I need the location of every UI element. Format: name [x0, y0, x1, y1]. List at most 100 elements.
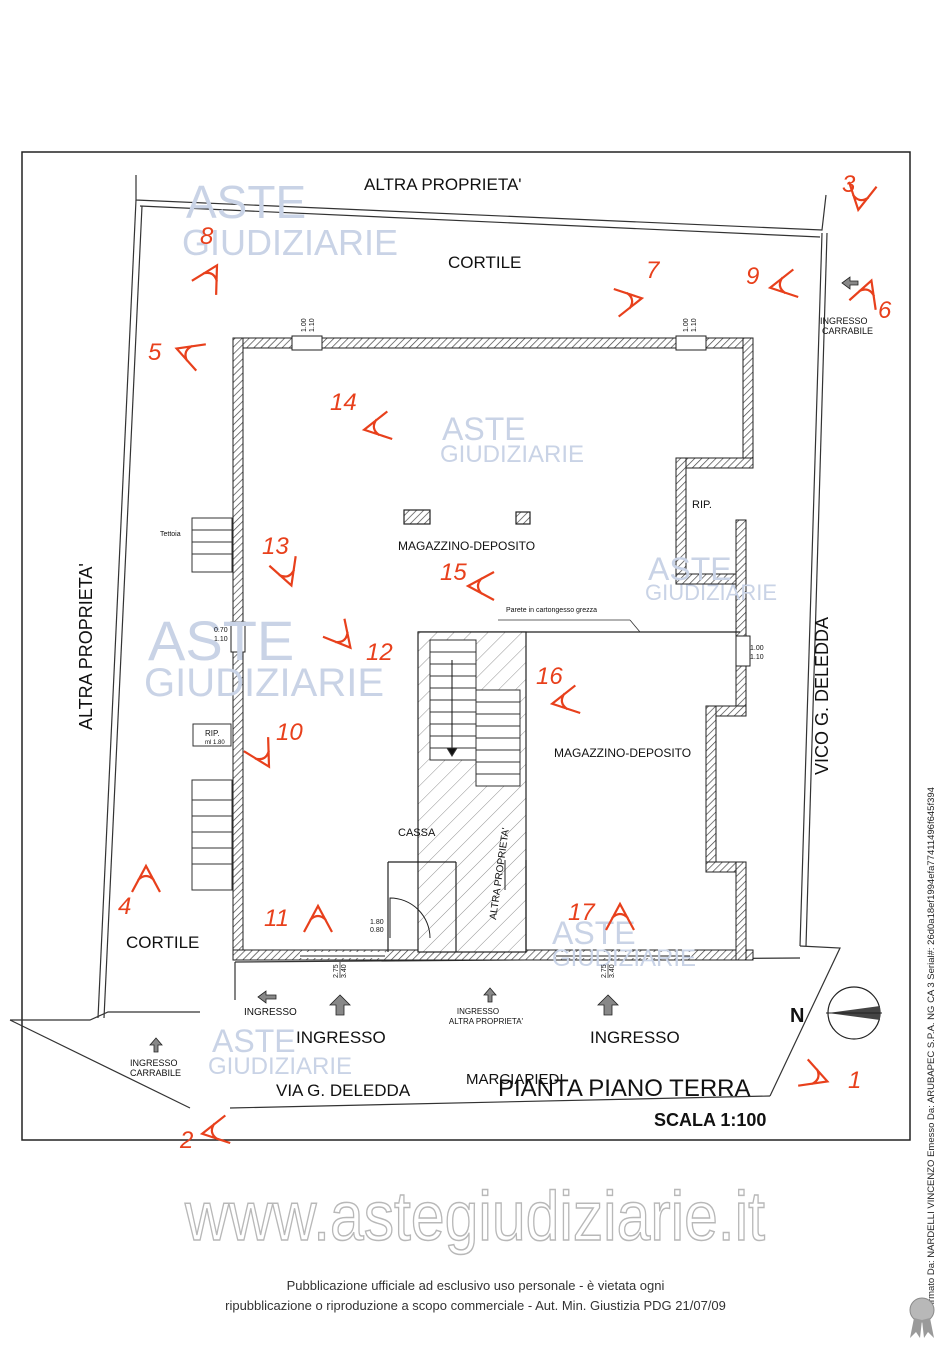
arrow-left-icon	[257, 990, 277, 1004]
windows	[230, 335, 751, 667]
camera-angle-icon	[605, 901, 635, 931]
svg-text:0.70: 0.70	[214, 627, 228, 634]
svg-text:1.10: 1.10	[750, 654, 764, 661]
camera-angle-icon	[131, 863, 161, 893]
label-carrabile-right-2: CARRABILE	[822, 326, 873, 336]
svg-text:GIUDIZIARIE: GIUDIZIARIE	[144, 661, 384, 705]
camera-angle-icon	[847, 181, 878, 213]
svg-text:1.10: 1.10	[214, 636, 228, 643]
plan-scale: SCALA 1:100	[654, 1110, 766, 1130]
camera-angle-icon	[361, 410, 393, 441]
svg-text:GIUDIZIARIE: GIUDIZIARIE	[208, 1053, 352, 1080]
camera-angle-icon	[243, 737, 271, 769]
camera-angle-icon	[199, 1114, 231, 1145]
arrow-up-icon	[329, 994, 351, 1016]
label-cassa: CASSA	[398, 827, 436, 839]
svg-text:2.75: 2.75	[333, 964, 340, 978]
footer-line-2: ripubblicazione o riproduzione a scopo c…	[225, 1298, 726, 1313]
label-altra-proprieta-top: ALTRA PROPRIETA'	[364, 175, 522, 194]
dimension-leaders	[339, 619, 641, 978]
camera-angle-icon	[465, 571, 495, 601]
photo-point-9-label: 9	[746, 263, 759, 290]
label-rip-left: RIP.	[205, 729, 220, 738]
svg-text:1.00: 1.00	[301, 318, 308, 332]
label-marciapiedi: MARCIAPIEDI	[466, 1071, 564, 1088]
label-carrabile-bottom-2: CARRABILE	[130, 1068, 181, 1078]
svg-text:0.80: 0.80	[370, 927, 384, 934]
photo-point-1-label: 1	[848, 1067, 861, 1094]
label-carrabile-bottom-1: INGRESSO	[130, 1058, 178, 1068]
svg-text:GIUDIZIARIE: GIUDIZIARIE	[552, 945, 696, 972]
label-cortile-bottom: CORTILE	[126, 933, 199, 952]
label-ingresso-altra-2: ALTRA PROPRIETA'	[449, 1017, 524, 1026]
camera-angle-icon	[613, 287, 645, 318]
photo-point-4-label: 4	[118, 893, 131, 920]
photo-point-7-label: 7	[646, 257, 661, 284]
north-compass-icon	[826, 986, 882, 1040]
svg-text:1.10: 1.10	[309, 318, 316, 332]
label-via: VIA G. DELEDDA	[276, 1081, 411, 1100]
north-label: N	[790, 1005, 804, 1027]
photo-point-15-label: 15	[440, 559, 467, 586]
svg-text:2.75: 2.75	[601, 964, 608, 978]
camera-angle-icon	[798, 1058, 830, 1087]
label-parete: Parete in cartongesso grezza	[506, 607, 597, 614]
photo-point-8-label: 8	[200, 223, 214, 250]
label-ingresso-altra-1: INGRESSO	[457, 1007, 499, 1016]
access-arrows	[149, 276, 859, 1053]
label-vico: VICO G. DELEDDA	[812, 617, 832, 775]
label-magazzino-1: MAGAZZINO-DEPOSITO	[398, 539, 535, 553]
svg-text:ASTE: ASTE	[212, 1023, 296, 1059]
dimension-labels: 1.00 1.10 1.00 1.10 0.70 1.10 1.00 1.10 …	[214, 318, 764, 978]
svg-text:1.00: 1.00	[750, 645, 764, 652]
label-ingresso-main-1: INGRESSO	[296, 1028, 386, 1047]
drawing-frame	[21, 151, 911, 1141]
svg-text:ASTE: ASTE	[186, 176, 306, 228]
doors	[300, 860, 690, 958]
camera-angle-icon	[848, 278, 877, 310]
arrow-left-icon	[841, 276, 859, 290]
camera-angle-icon	[322, 618, 352, 650]
label-magazzino-2: MAGAZZINO-DEPOSITO	[554, 746, 691, 760]
staircase	[429, 639, 521, 787]
photo-point-10-label: 10	[276, 719, 303, 746]
side-stairs	[191, 517, 233, 891]
label-rip-right: RIP.	[692, 499, 712, 511]
photo-point-16-label: 16	[536, 663, 563, 690]
svg-text:ASTE: ASTE	[148, 609, 294, 672]
label-cortile-top: CORTILE	[448, 253, 521, 272]
arrow-up-icon	[149, 1037, 163, 1053]
photo-point-12-label: 12	[366, 639, 393, 666]
label-ingresso-left: INGRESSO	[244, 1007, 297, 1018]
svg-text:3.40: 3.40	[341, 964, 348, 978]
label-carrabile-right-1: INGRESSO	[820, 316, 868, 326]
camera-angle-icon	[191, 263, 219, 295]
svg-text:1.00: 1.00	[683, 318, 690, 332]
svg-text:ASTE: ASTE	[648, 551, 732, 587]
digital-signature: Firmato Da: NARDELLI VINCENZO Emesso Da:…	[926, 787, 937, 1310]
svg-text:GIUDIZIARIE: GIUDIZIARIE	[645, 580, 777, 605]
photo-point-5-label: 5	[148, 339, 162, 366]
label-rip-left-dim: ml 1.80	[205, 740, 225, 746]
svg-text:GIUDIZIARIE: GIUDIZIARIE	[182, 222, 398, 263]
photo-point-13-label: 13	[262, 533, 289, 560]
photo-point-14-label: 14	[330, 389, 357, 416]
camera-angle-icon	[767, 268, 799, 299]
label-tettoia: Tettoia	[160, 531, 181, 538]
arrow-up-icon	[483, 987, 497, 1003]
watermark-logos: ASTE GIUDIZIARIE ASTE GIUDIZIARIE ASTE G…	[144, 176, 777, 1080]
label-altra-proprieta-left: ALTRA PROPRIETA'	[76, 563, 96, 730]
plan-title: PIANTA PIANO TERRA	[498, 1075, 751, 1102]
watermark-url: www.astegiudiziarie.it	[184, 1177, 765, 1255]
footer-line-1: Pubblicazione ufficiale ad esclusivo uso…	[286, 1278, 665, 1293]
svg-text:1.10: 1.10	[691, 318, 698, 332]
photo-point-17-label: 17	[568, 899, 596, 926]
camera-angle-icon	[268, 556, 297, 588]
arrow-up-icon	[597, 994, 619, 1016]
svg-text:3.40: 3.40	[609, 964, 616, 978]
photo-point-6-label: 6	[878, 297, 892, 324]
camera-angle-icon	[174, 343, 206, 372]
seal-icon	[909, 1297, 935, 1338]
